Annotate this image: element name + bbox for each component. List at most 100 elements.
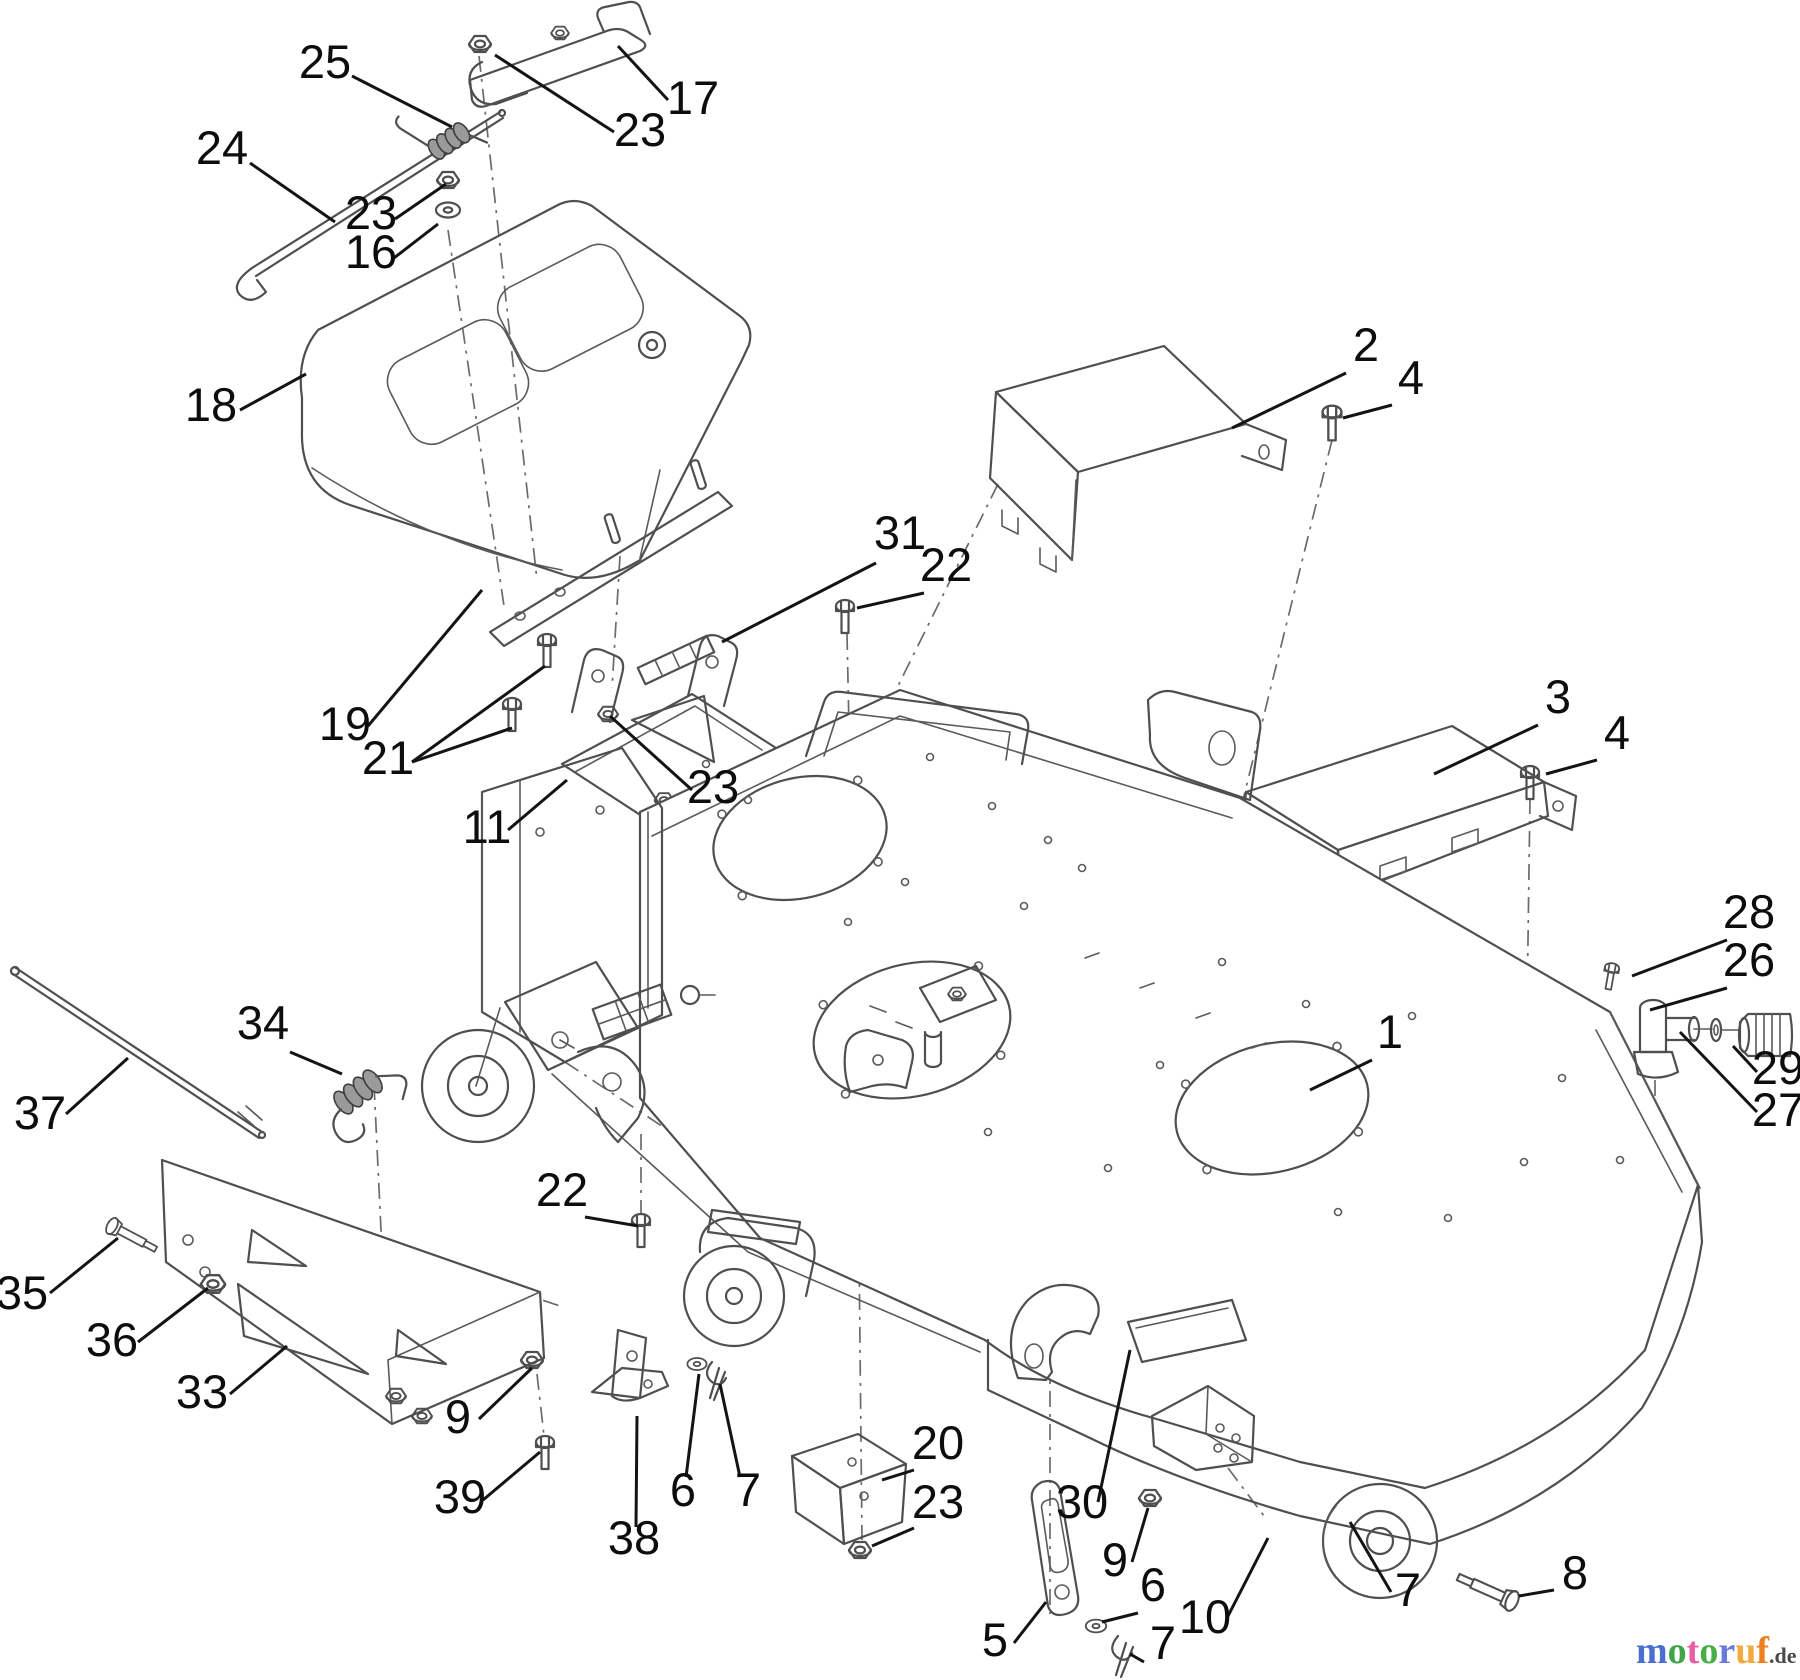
- part-7-cotter-pin: [1111, 1634, 1135, 1679]
- leader-line: [1731, 1044, 1759, 1074]
- leader-line: [608, 714, 694, 792]
- part-4-bolt: [1321, 404, 1343, 442]
- leader-line: [351, 74, 453, 129]
- part-number-label: 21: [362, 731, 414, 784]
- leader-line: [634, 1415, 639, 1528]
- part-number-label: 9: [445, 1390, 471, 1443]
- part-number-label: 25: [299, 35, 351, 88]
- part-number-label: 9: [1102, 1533, 1128, 1586]
- part-9-nut: [1137, 1488, 1163, 1508]
- part-2-belt-cover: [988, 344, 1288, 573]
- part-33-deflector: [160, 1158, 546, 1426]
- leader-line: [684, 1373, 701, 1478]
- part-number-label: 28: [1723, 885, 1775, 938]
- part-16-washer: [434, 201, 462, 219]
- part-number-label: 33: [176, 1365, 228, 1418]
- leader-line: [366, 589, 484, 727]
- part-number-label: 18: [185, 378, 237, 431]
- leader-line: [394, 182, 447, 221]
- part-1-deck-shell: [551, 688, 1704, 1546]
- part-number-label: 37: [14, 1086, 66, 1139]
- part-number-label: 10: [1179, 1590, 1231, 1643]
- leader-line: [49, 1236, 119, 1295]
- part-number-label: 23: [687, 760, 739, 813]
- part-23-nut: [847, 1540, 873, 1560]
- center-line: [536, 1373, 545, 1437]
- leader-line: [881, 1468, 915, 1482]
- leader-line: [1348, 1521, 1393, 1593]
- part-number-label: 7: [735, 1463, 761, 1516]
- part-8-axle-bolt: [1452, 1566, 1523, 1614]
- part-4-bolt: [1519, 764, 1541, 801]
- deck-hardware: [843, 964, 998, 1094]
- part-number-label: 4: [1398, 351, 1424, 404]
- leader-line: [477, 1366, 534, 1421]
- part-19-plate: [488, 458, 734, 648]
- center-line: [1540, 1080, 1656, 1097]
- part-number-label: 22: [920, 538, 972, 591]
- leader-line: [411, 664, 546, 764]
- leader-line: [64, 1056, 130, 1116]
- leader-line: [393, 222, 439, 260]
- leader-line: [1342, 403, 1393, 420]
- leader-line: [1433, 723, 1539, 776]
- part-20-bracket: [790, 1432, 908, 1546]
- leader-line: [1649, 986, 1728, 1012]
- part-number-label: 8: [1562, 1546, 1588, 1599]
- part-number-label: 36: [86, 1313, 138, 1366]
- part-31-decal: [636, 634, 716, 686]
- leader-line: [1012, 1601, 1048, 1644]
- leader-line: [239, 372, 307, 412]
- leader-line: [584, 1215, 639, 1228]
- leader-line: [1678, 1030, 1759, 1114]
- part-number-label: 24: [196, 121, 248, 174]
- part-18-cover: [299, 199, 752, 579]
- center-line: [478, 55, 538, 581]
- part-number-label: 29: [1752, 1041, 1800, 1094]
- part-37-rod: [9, 965, 267, 1140]
- part-6-washer: [686, 1357, 708, 1371]
- deck-tower: [480, 746, 716, 1144]
- part-number-label: 23: [614, 103, 666, 156]
- leader-line: [718, 1383, 742, 1478]
- part-5-link: [1030, 1479, 1080, 1617]
- part-number-label: 35: [0, 1266, 48, 1319]
- part-number-label: 11: [463, 800, 512, 853]
- part-26-elbow-fitting: [1632, 998, 1713, 1079]
- motoruf-watermark: motoruf.de: [1636, 1630, 1797, 1672]
- leader-line: [229, 1344, 288, 1396]
- part-27-washer: [1709, 1017, 1723, 1043]
- part-21-screw: [536, 632, 558, 669]
- part-number-label: 30: [1056, 1475, 1108, 1528]
- part-38-bracket: [590, 1328, 670, 1402]
- leader-line: [1231, 371, 1347, 430]
- part-number-label: 7: [1150, 1616, 1176, 1669]
- part-21-screw: [501, 696, 523, 733]
- part-number-label: 19: [319, 697, 371, 750]
- leader-line: [871, 1526, 915, 1548]
- part-number-label: 3: [1545, 670, 1571, 723]
- leader-line: [507, 778, 568, 832]
- part-number-label: 6: [670, 1463, 696, 1516]
- rear-caster-bracket: [1150, 1384, 1256, 1472]
- part-34-spring: [332, 1069, 408, 1144]
- center-line: [895, 483, 999, 691]
- part-number-label: 7: [1395, 1563, 1421, 1616]
- part-number-label: 27: [1752, 1083, 1800, 1136]
- part-25-spring: [395, 115, 489, 160]
- mid-caster: [682, 1208, 816, 1348]
- part-29-cap: [1721, 1012, 1794, 1058]
- part-number-label: 23: [345, 186, 397, 239]
- center-line: [611, 555, 621, 689]
- part-number-label: 17: [667, 71, 719, 124]
- part-number-label: 6: [1140, 1558, 1166, 1611]
- part-number-label: 4: [1604, 706, 1630, 759]
- part-35-bolt: [102, 1215, 161, 1258]
- leader-line: [411, 726, 513, 764]
- leader-line: [1096, 1349, 1132, 1503]
- part-23-nut: [467, 34, 493, 54]
- part-number-label: 2: [1353, 318, 1379, 371]
- leader-line: [1130, 1507, 1150, 1563]
- part-number-label: 38: [608, 1511, 660, 1564]
